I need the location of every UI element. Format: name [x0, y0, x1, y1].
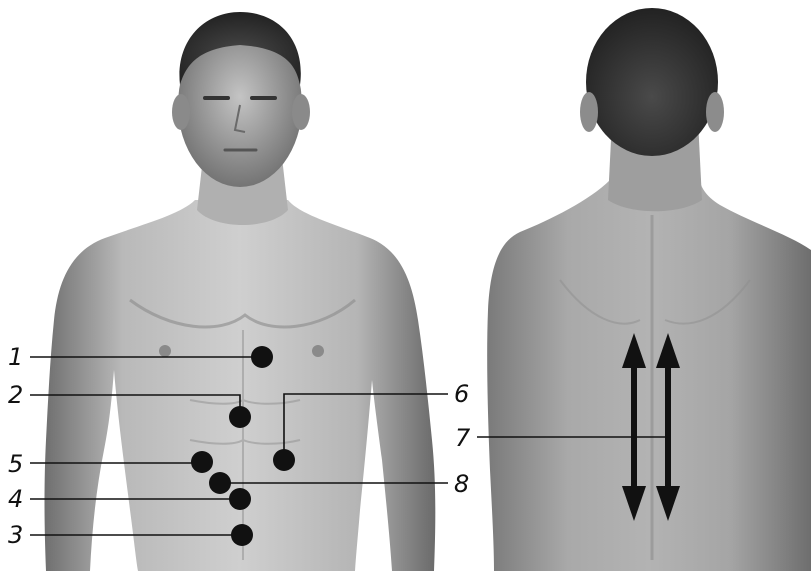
marker-dot-2 [229, 406, 251, 428]
label-2: 2 [8, 381, 23, 409]
label-4: 4 [8, 485, 23, 513]
marker-dot-3 [231, 524, 253, 546]
back-figure [487, 8, 811, 571]
label-8: 8 [454, 470, 469, 498]
marker-dot-6 [273, 449, 295, 471]
marker-dot-5 [191, 451, 213, 473]
front-figure [45, 12, 436, 571]
back-head [586, 8, 718, 156]
label-6: 6 [454, 380, 469, 408]
back-torso [487, 180, 811, 571]
label-5: 5 [8, 450, 23, 478]
front-torso [45, 200, 436, 571]
label-1: 1 [8, 343, 23, 371]
front-ear-left [172, 94, 190, 130]
marker-dot-4 [229, 488, 251, 510]
marker-dot-8 [209, 472, 231, 494]
front-nipple-right [312, 345, 324, 357]
label-7: 7 [455, 424, 471, 452]
back-ear-left [580, 92, 598, 132]
front-nipple-left [159, 345, 171, 357]
marker-dot-1 [251, 346, 273, 368]
label-3: 3 [8, 521, 23, 549]
front-ear-right [292, 94, 310, 130]
back-ear-right [706, 92, 724, 132]
